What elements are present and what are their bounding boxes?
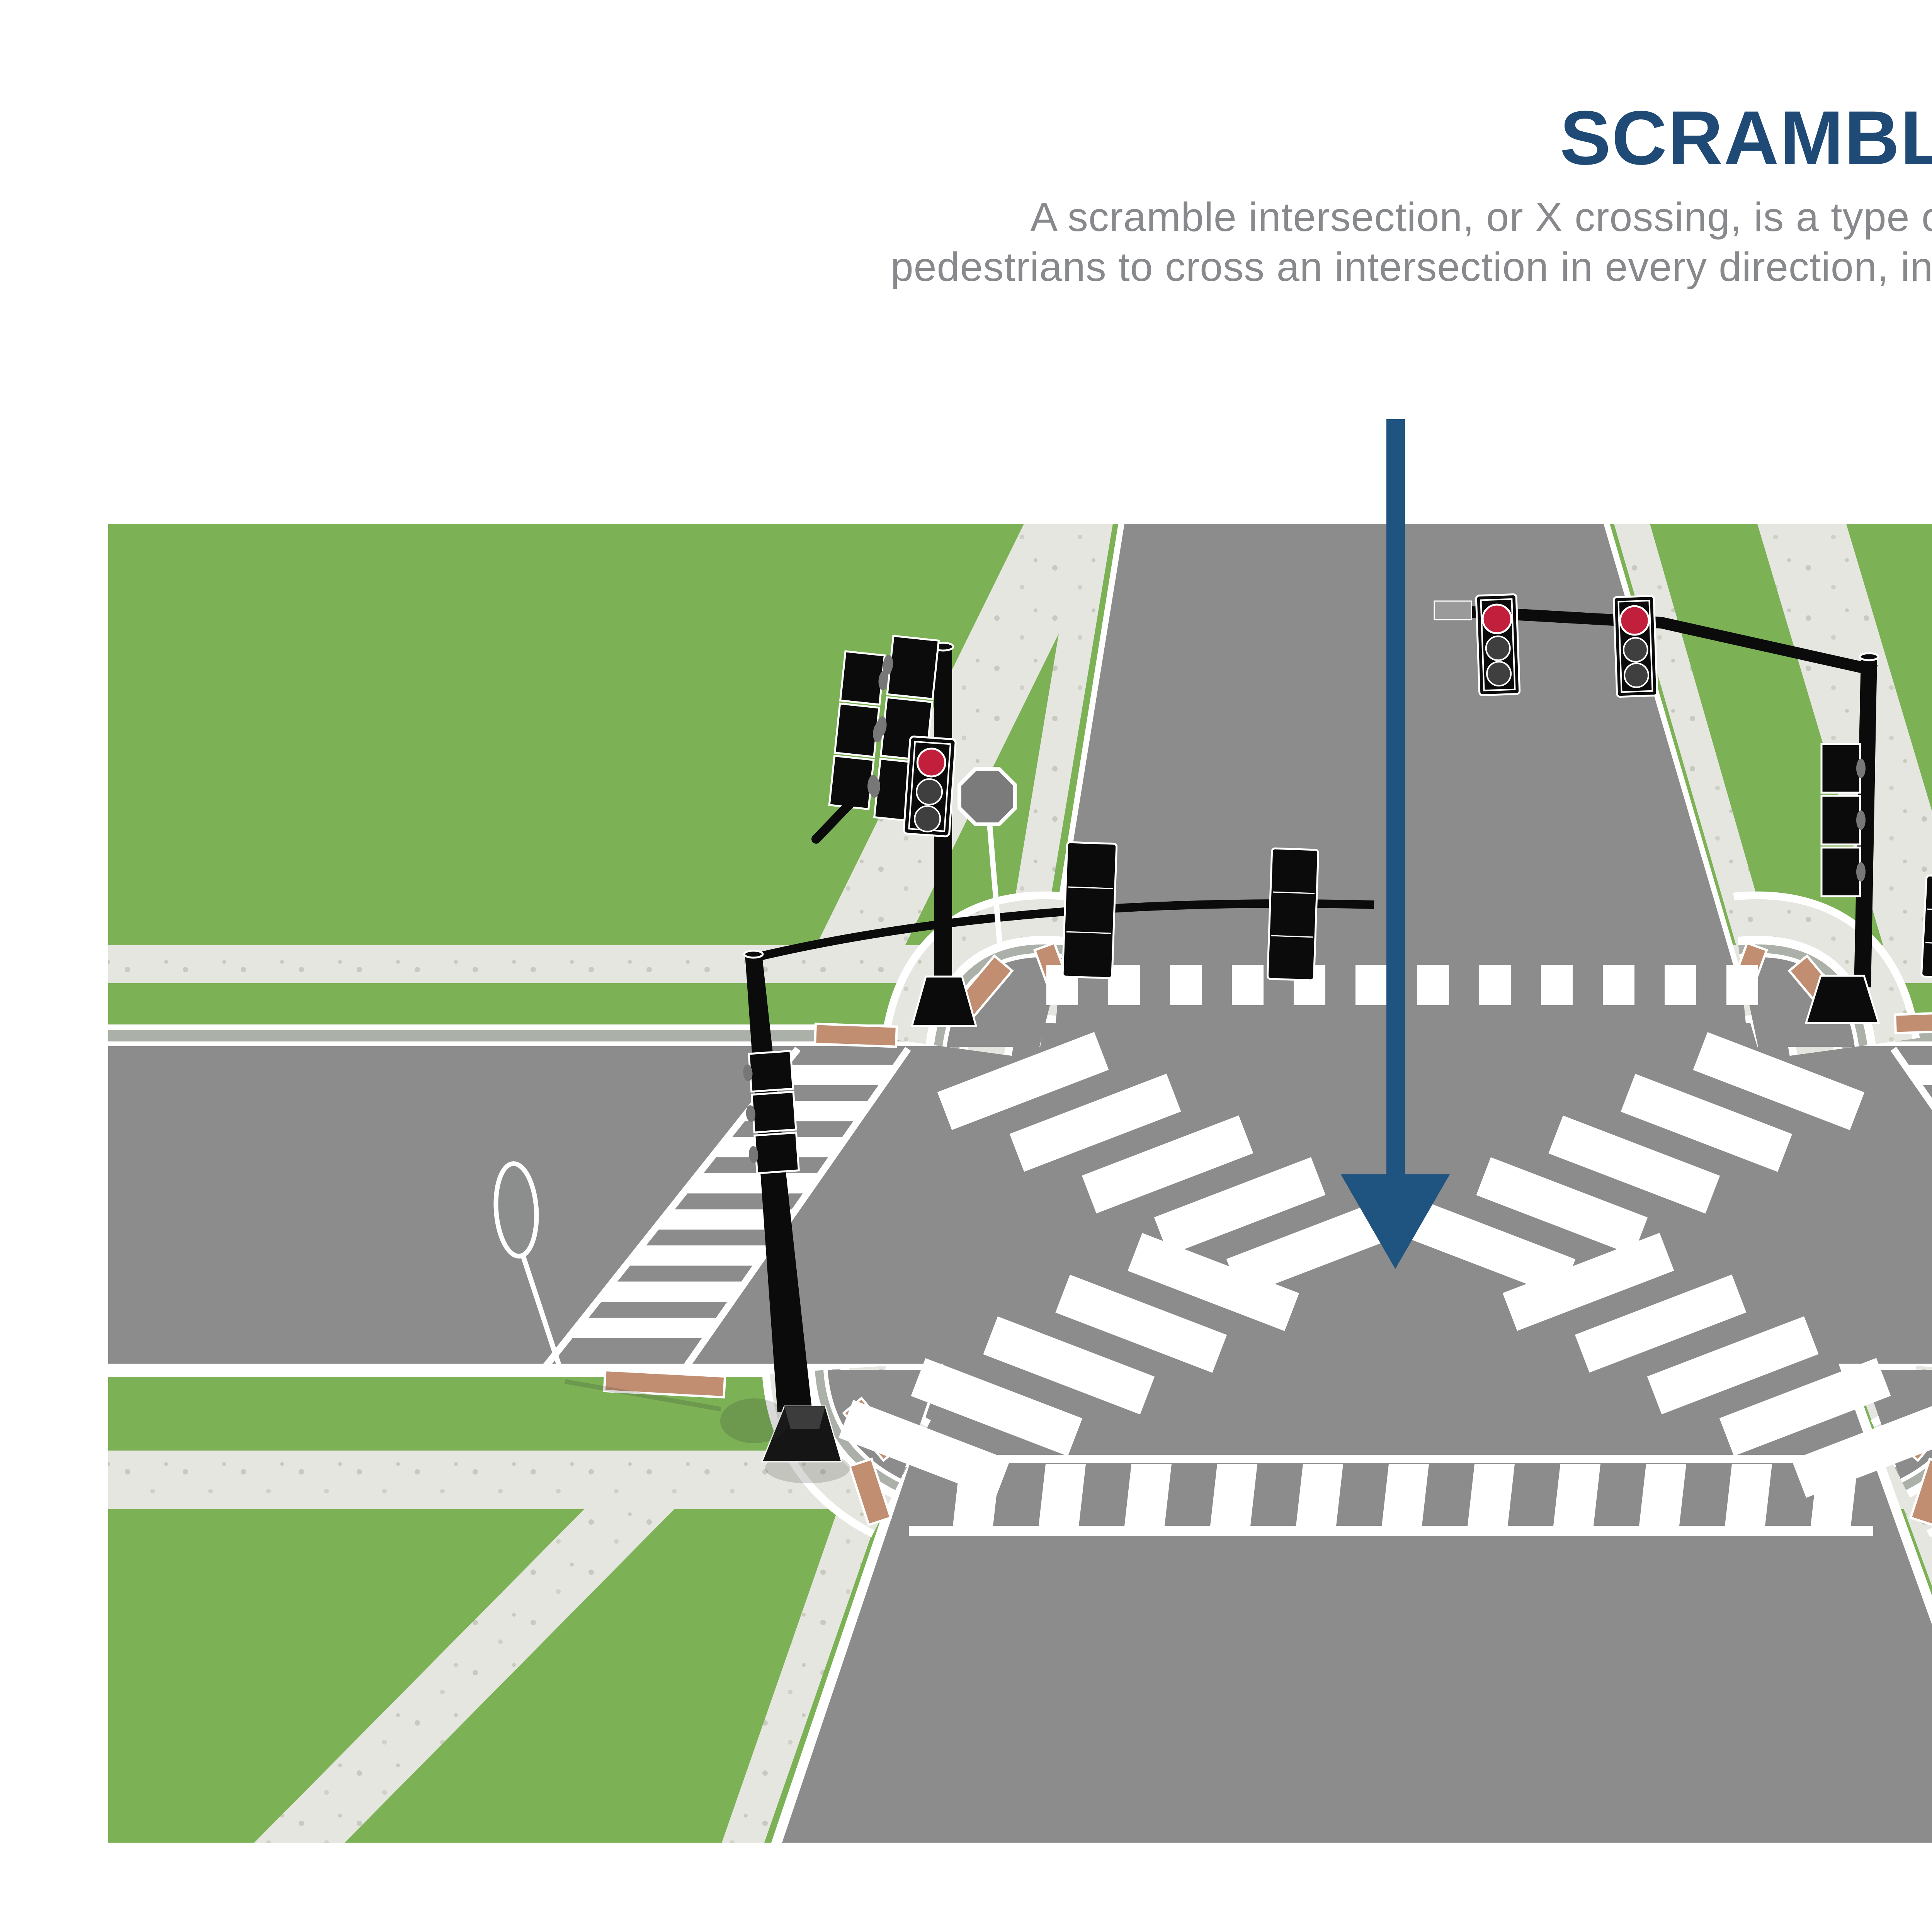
pole-base-facet <box>784 1406 825 1429</box>
diagonal-scramble-crosswalk <box>838 1032 1932 1498</box>
crosswalk-stripe <box>1502 1233 1674 1331</box>
crosswalk-stripe <box>1082 1115 1253 1214</box>
sign-post <box>986 819 1003 948</box>
crosswalk-stripe <box>1905 1065 1932 1085</box>
crosswalk-stripe <box>1382 1464 1429 1526</box>
curb-ramp <box>1909 1457 1932 1527</box>
crosswalk-stripe <box>983 1316 1155 1415</box>
traffic-light-back-icon <box>743 1050 800 1174</box>
crosswalk-stripe <box>1719 1358 1891 1456</box>
crosswalk-stripe <box>1930 1101 1932 1104</box>
pole-base <box>1804 975 1880 1024</box>
crosswalk-stripe <box>769 1065 897 1085</box>
traffic-light-back-icon <box>1061 841 1118 979</box>
signal-arm <box>811 794 859 844</box>
subtitle-line-1: A scramble intersection, or X crossing, … <box>1030 194 1932 240</box>
crosswalk-stripe <box>1404 1199 1576 1297</box>
crosswalk-stripe <box>683 1173 821 1194</box>
subtitle-line-2: pedestrians to cross an intersection in … <box>890 244 1932 290</box>
crosswalk-stripe <box>1639 1464 1686 1526</box>
traffic-light-back-icon <box>1820 743 1866 897</box>
sign-post <box>519 1250 564 1373</box>
sign-shadow <box>564 1379 722 1412</box>
crosswalk-stripe <box>911 1358 1083 1456</box>
crosswalk-stripe <box>1417 965 1449 1005</box>
road-edge-line <box>771 1364 944 1843</box>
crosswalk-stripe <box>1226 1199 1398 1297</box>
curb-ramp <box>848 1457 893 1527</box>
crosswalk-stripe <box>1009 1074 1181 1172</box>
crosswalk-stripe <box>568 1317 721 1338</box>
crosswalk-stripe <box>1621 1074 1793 1172</box>
crosswalk-stripe <box>1575 1274 1747 1373</box>
signs <box>493 767 1017 1443</box>
street-sign-back-icon <box>493 1161 539 1259</box>
crosswalk-stripe <box>1541 965 1573 1005</box>
crosswalk-stripe <box>937 1032 1109 1130</box>
crosswalk-stripe <box>1665 965 1696 1005</box>
pole-cap <box>1859 652 1879 661</box>
crosswalk-stripe <box>1232 965 1264 1005</box>
crosswalk-stripe <box>1603 965 1634 1005</box>
crosswalk-stripe <box>1128 1233 1299 1331</box>
crosswalk-stripe <box>1479 965 1511 1005</box>
crosswalk-stripe <box>1355 965 1387 1005</box>
walkway-nw-diagonal <box>815 524 1113 947</box>
road-edge-line <box>1838 1364 1932 1625</box>
crosswalk-stripe <box>1108 965 1140 1005</box>
crosswalk-stripe <box>1039 1464 1086 1526</box>
traffic-light-red-icon <box>1612 595 1658 698</box>
walkway-sw-diagonal <box>254 1451 732 1843</box>
traffic-signal-southeast <box>1920 874 1932 980</box>
page-title: SCRAMBLE INTERSECTION <box>1560 95 1932 180</box>
crosswalk-stripe <box>1725 1464 1772 1526</box>
crosswalk-rail <box>909 1455 1873 1463</box>
crosswalk-rail <box>909 1526 1873 1536</box>
crosswalk-stripe <box>1647 1316 1819 1415</box>
traffic-light-back-icon <box>828 650 889 810</box>
walkway-ne-diagonal <box>1757 524 1932 947</box>
mast-arm-end <box>1434 600 1472 620</box>
traffic-light-back-icon <box>1266 847 1320 982</box>
crosswalk-stripe <box>654 1209 796 1230</box>
crosswalk-south <box>909 1455 1873 1536</box>
crosswalk-stripe <box>1548 1115 1720 1214</box>
traffic-signal-southwest <box>743 841 1374 1483</box>
crosswalk-stripe <box>1476 1157 1648 1255</box>
crosswalk-stripe <box>1170 965 1202 1005</box>
crosswalk-stripe <box>1154 1157 1326 1255</box>
traffic-signal-northeast <box>1434 593 1880 1024</box>
page-subtitle: A scramble intersection, or X crossing, … <box>891 192 1932 292</box>
crosswalk-stripe <box>1124 1464 1172 1526</box>
curb-ramp <box>1894 1010 1932 1035</box>
crosswalk-stripe <box>1791 1400 1932 1498</box>
crosswalk-east <box>1890 1046 1932 1111</box>
crosswalk-stripe <box>838 1400 1010 1498</box>
traffic-light-red-icon <box>903 736 957 837</box>
crosswalk-stripe <box>1468 1464 1515 1526</box>
crosswalk-stripe <box>1693 1032 1865 1130</box>
crosswalk-stripe <box>1210 1464 1257 1526</box>
curb-ramp <box>814 1023 898 1048</box>
down-arrow-icon <box>1341 419 1450 1269</box>
crosswalk-stripe <box>597 1281 746 1302</box>
crosswalk-stripe <box>1726 965 1758 1005</box>
pole-cap <box>743 950 764 959</box>
curb-ramp <box>603 1369 726 1399</box>
pole-base <box>910 975 978 1027</box>
crosswalk-stripe <box>626 1245 771 1266</box>
sign-shadow <box>720 1398 788 1443</box>
crosswalk-stripe <box>1296 1464 1343 1526</box>
traffic-light-back-icon <box>1920 874 1932 980</box>
crosswalk-stripe <box>1553 1464 1600 1526</box>
traffic-light-red-icon <box>1475 593 1521 696</box>
stop-sign-back-icon <box>957 767 1017 826</box>
signal-pole <box>1854 657 1877 987</box>
sidewalk-west <box>1001 524 1113 989</box>
crosswalk-stripe <box>1055 1274 1227 1373</box>
crosswalk-north <box>1046 965 1758 1005</box>
